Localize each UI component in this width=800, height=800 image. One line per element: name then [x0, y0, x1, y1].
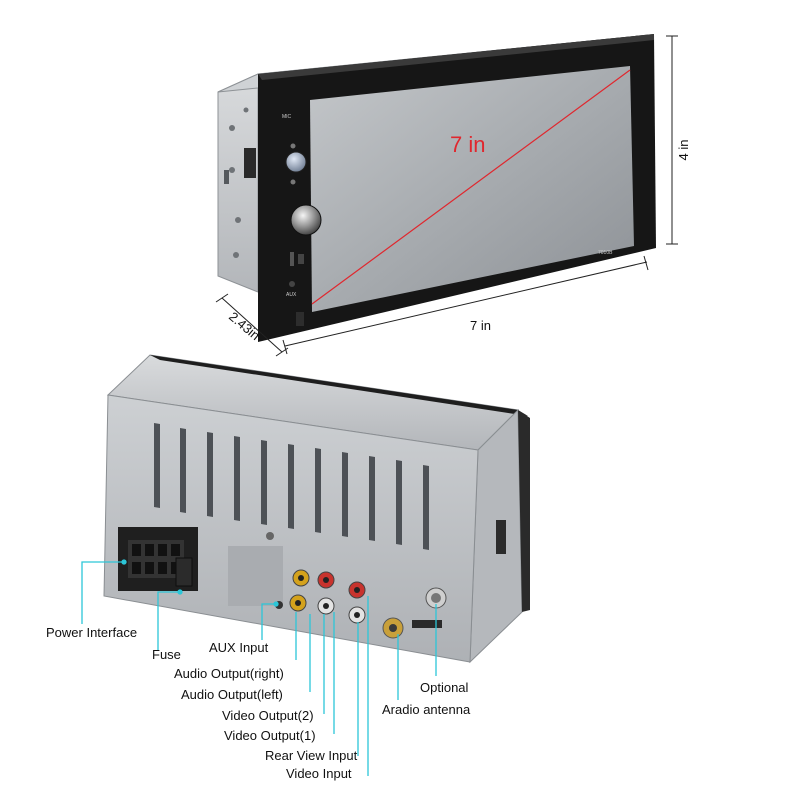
- fuse-holder: [175, 557, 193, 587]
- diagonal-measure-label: 7 in: [450, 132, 485, 157]
- callout-optional: Optional: [420, 680, 469, 695]
- rear-unit-bezel-edge: [518, 410, 530, 612]
- depth-dimension-label: 2.43in: [226, 309, 263, 343]
- volume-knob[interactable]: [290, 204, 322, 236]
- ventilation-slots: [154, 423, 429, 550]
- power-mode-button[interactable]: [285, 151, 307, 173]
- usb-port[interactable]: [298, 254, 304, 264]
- side-mount-holes: [224, 107, 249, 258]
- callout-rear-view-input: Rear View Input: [265, 748, 358, 763]
- diagonal-measure-line: [311, 69, 631, 305]
- power-connector: [118, 527, 198, 591]
- callout-fuse: Fuse: [152, 647, 181, 662]
- width-dimension: [282, 255, 649, 355]
- callout-video-input: Video Input: [286, 766, 352, 781]
- aux-label: AUX: [286, 292, 297, 298]
- reset-button[interactable]: [296, 312, 304, 326]
- callout-lines: [81, 559, 437, 776]
- rear-unit-bezel-side: [150, 355, 528, 416]
- side-bracket-rear: [496, 520, 506, 554]
- callout-aux-input: AUX Input: [209, 640, 269, 655]
- depth-dimension: [215, 293, 289, 357]
- side-bracket: [244, 148, 256, 178]
- sd-card-slot[interactable]: [290, 252, 294, 266]
- model-label: 7010B: [598, 250, 613, 256]
- next-button[interactable]: [290, 179, 296, 185]
- rca-panel: [228, 546, 447, 639]
- front-bezel-highlight: [258, 34, 654, 80]
- callout-audio-output-right: Audio Output(right): [174, 666, 284, 681]
- rear-screw: [266, 532, 274, 540]
- height-dimension-label: 4 in: [676, 140, 691, 161]
- callout-labels: Power Interface Fuse AUX Input Audio Out…: [46, 625, 471, 781]
- front-unit: 7 in MIC AUX 7010B 4 in 7 in: [215, 34, 691, 357]
- callout-video-output-2: Video Output(2): [222, 708, 314, 723]
- callout-aradio-antenna: Aradio antenna: [382, 702, 471, 717]
- callout-power-interface: Power Interface: [46, 625, 137, 640]
- mic-label: MIC: [282, 114, 292, 120]
- prev-button[interactable]: [290, 143, 296, 149]
- callout-video-output-1: Video Output(1): [224, 728, 316, 743]
- width-dimension-label: 7 in: [470, 318, 491, 333]
- callout-audio-output-left: Audio Output(left): [181, 687, 283, 702]
- display-screen: [310, 66, 634, 312]
- aux-jack[interactable]: [289, 281, 295, 287]
- rear-unit: [103, 354, 530, 664]
- height-dimension: [666, 35, 678, 245]
